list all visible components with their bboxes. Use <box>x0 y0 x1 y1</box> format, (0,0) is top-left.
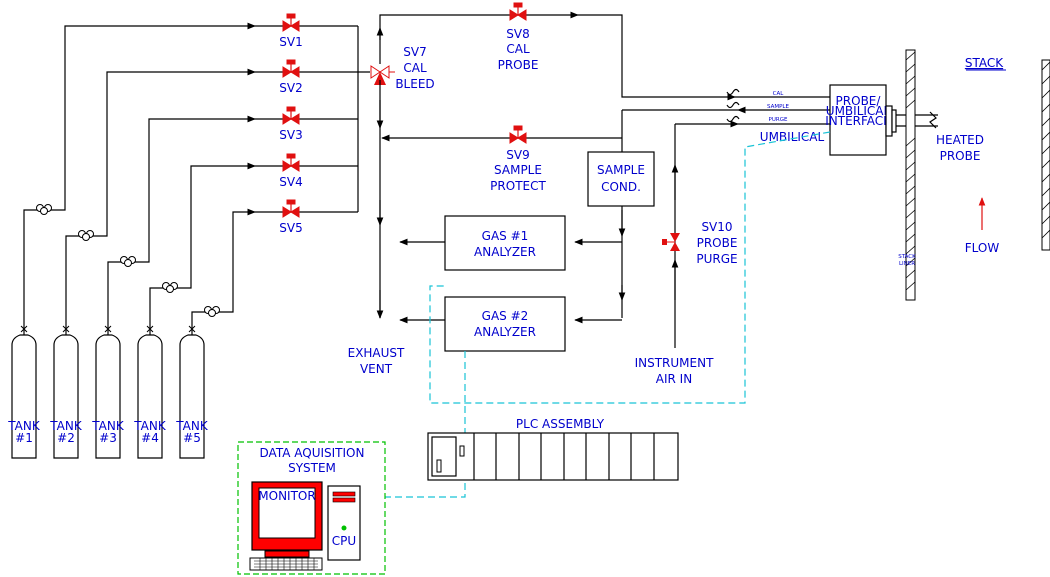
sv3-label: SV3 <box>279 128 302 142</box>
line-label-purge: PURGE <box>769 117 788 123</box>
sample-cond-box <box>587 151 655 207</box>
gas2-label-2: ANALYZER <box>474 325 536 339</box>
sv4-valve-icon[interactable] <box>282 153 300 172</box>
probe-interface-box <box>829 84 887 156</box>
sv8-valve-icon[interactable] <box>509 2 527 21</box>
exhaust-label-1: EXHAUST <box>348 346 405 360</box>
sv2-label: SV2 <box>279 81 302 95</box>
sv4-label: SV4 <box>279 175 302 189</box>
gas1-analyzer-box <box>444 215 566 271</box>
sv9-label-3: PROTECT <box>490 179 546 193</box>
tank-4: TANK#4 <box>133 322 167 459</box>
exhaust-label-2: VENT <box>360 362 393 376</box>
sample-cond-label-2: COND. <box>601 180 641 194</box>
gas2-label-1: GAS #2 <box>482 309 529 323</box>
sv10-label-1: SV10 <box>701 220 732 234</box>
regulator-1-icon <box>36 204 52 215</box>
cpu-icon <box>327 485 361 561</box>
tank-1-label: TANK#1 <box>7 419 41 445</box>
das-border <box>237 441 386 575</box>
monitor-label: MONITOR <box>258 489 315 503</box>
regulator-5-icon <box>204 306 220 317</box>
sv7-valve-icon[interactable] <box>370 65 395 85</box>
gas1-label-2: ANALYZER <box>474 245 536 259</box>
sv3-valve-icon[interactable] <box>282 106 300 125</box>
sv7-label-1: SV7 <box>403 45 426 59</box>
plc-label: PLC ASSEMBLY <box>516 417 605 431</box>
tank-2: TANK#2 <box>49 322 83 459</box>
probe-if-label-3: INTERFACE <box>825 114 891 128</box>
sv8-label-3: PROBE <box>498 58 539 72</box>
sv5-label: SV5 <box>279 221 302 235</box>
sv9-label-2: SAMPLE <box>494 163 542 177</box>
sv8-line <box>500 11 830 101</box>
regulator-4-icon <box>162 282 178 293</box>
sample-cond-label-1: SAMPLE <box>597 163 645 177</box>
heated-probe-label-1: HEATED <box>936 133 984 147</box>
sv2-valve-icon[interactable] <box>282 59 300 78</box>
signal-cables <box>385 131 831 498</box>
heated-probe <box>885 105 938 137</box>
plc-assembly <box>427 432 679 481</box>
sv7-label-3: BLEED <box>395 77 434 91</box>
sv5-valve-icon[interactable] <box>282 199 300 218</box>
regulator-2-icon <box>78 230 94 241</box>
tank-5: TANK#5 <box>175 322 209 459</box>
line-label-sample: SAMPLE <box>767 104 789 110</box>
probe-if-label-1: PROBE/ <box>836 94 882 108</box>
cpu-label: CPU <box>332 534 356 548</box>
sv7-label-2: CAL <box>403 61 427 75</box>
line-label-cal: CAL <box>773 91 785 97</box>
probe-if-label-2: UMBILICAL <box>826 104 891 118</box>
sv1-valve-icon[interactable] <box>282 13 300 32</box>
regulator-3-icon <box>120 256 136 267</box>
instrument-air-label-1: INSTRUMENT <box>635 356 714 370</box>
line-break-marks <box>726 88 740 123</box>
gas1-label-1: GAS #1 <box>482 229 529 243</box>
stack-label: STACK <box>965 56 1004 70</box>
sv10-valve-icon[interactable] <box>662 233 680 251</box>
sv1-label: SV1 <box>279 35 302 49</box>
flow-label: FLOW <box>965 241 1000 255</box>
stack-liner-label-1: STACK <box>898 254 916 260</box>
cal-manifold-lines <box>376 14 500 319</box>
sv8-label-2: CAL <box>506 42 530 56</box>
sv1-5-lines <box>255 25 370 213</box>
stack-liner-label-2: LINER <box>899 261 915 267</box>
monitor-icon <box>249 481 323 571</box>
tank-4-label: TANK#4 <box>133 419 167 445</box>
heated-probe-label-2: PROBE <box>940 149 981 163</box>
tank-5-label: TANK#5 <box>175 419 209 445</box>
tank-3: TANK#3 <box>91 322 125 459</box>
das-label-2: SYSTEM <box>288 461 336 475</box>
tank-3-label: TANK#3 <box>91 419 125 445</box>
sv9-valve-icon[interactable] <box>509 125 527 144</box>
sv10-label-2: PROBE <box>697 236 738 250</box>
gas2-analyzer-box <box>444 296 566 352</box>
tank-valves <box>20 325 196 333</box>
stack-wall <box>905 49 916 301</box>
das-label-1: DATA AQUISITION <box>260 446 365 460</box>
sv8-label-1: SV8 <box>506 27 529 41</box>
tank-1: TANK#1 <box>7 322 41 459</box>
sv10-label-3: PURGE <box>696 252 737 266</box>
instrument-air-label-2: AIR IN <box>656 372 692 386</box>
tank-gas-lines <box>23 22 256 322</box>
umbilical-label: UMBILICAL <box>760 130 825 144</box>
sample-lines <box>381 106 830 324</box>
stack-right-wall <box>1041 59 1050 251</box>
tank-2-label: TANK#2 <box>49 419 83 445</box>
sv9-label-1: SV9 <box>506 148 529 162</box>
